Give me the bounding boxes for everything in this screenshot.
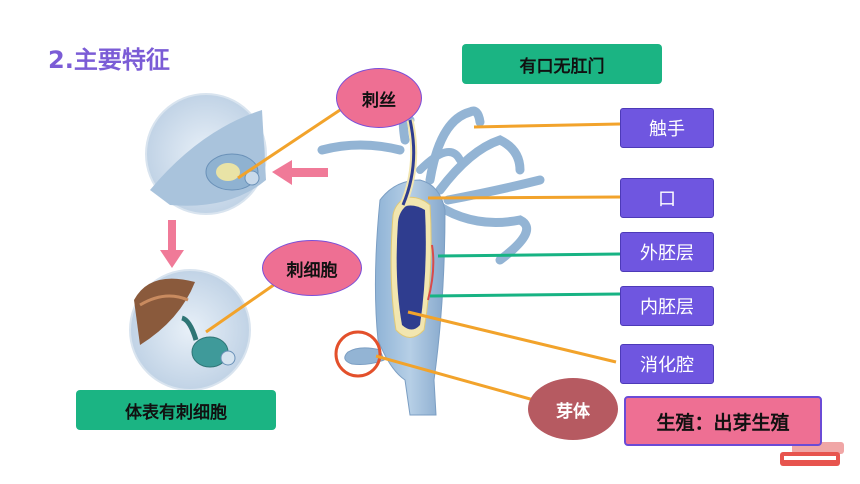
callout-cnidocyte: 刺细胞 <box>262 240 362 296</box>
banner-cnidocytes: 体表有刺细胞 <box>76 390 276 430</box>
leader-lines-green <box>429 252 621 298</box>
cnidocyte-zoom-circle <box>129 269 251 391</box>
banner-mouth-no-anus: 有口无肛门 <box>462 44 662 84</box>
flow-arrow-left <box>272 160 328 185</box>
label-gastric-cavity: 消化腔 <box>620 344 714 384</box>
section-heading: 2.主要特征 <box>48 46 170 74</box>
nematocyst-zoom-circle <box>145 93 267 215</box>
flow-arrow-down <box>160 220 184 268</box>
label-endoderm: 内胚层 <box>620 286 714 326</box>
label-tentacle: 触手 <box>620 108 714 148</box>
label-mouth: 口 <box>620 178 714 218</box>
reproduction-label: 生殖：出芽生殖 <box>624 396 822 446</box>
callout-nematocyst: 刺丝 <box>336 68 422 128</box>
bud-highlight-ring <box>334 330 382 378</box>
label-ectoderm: 外胚层 <box>620 232 714 272</box>
leader-lines-orange <box>205 100 621 406</box>
callout-bud: 芽体 <box>528 378 618 440</box>
